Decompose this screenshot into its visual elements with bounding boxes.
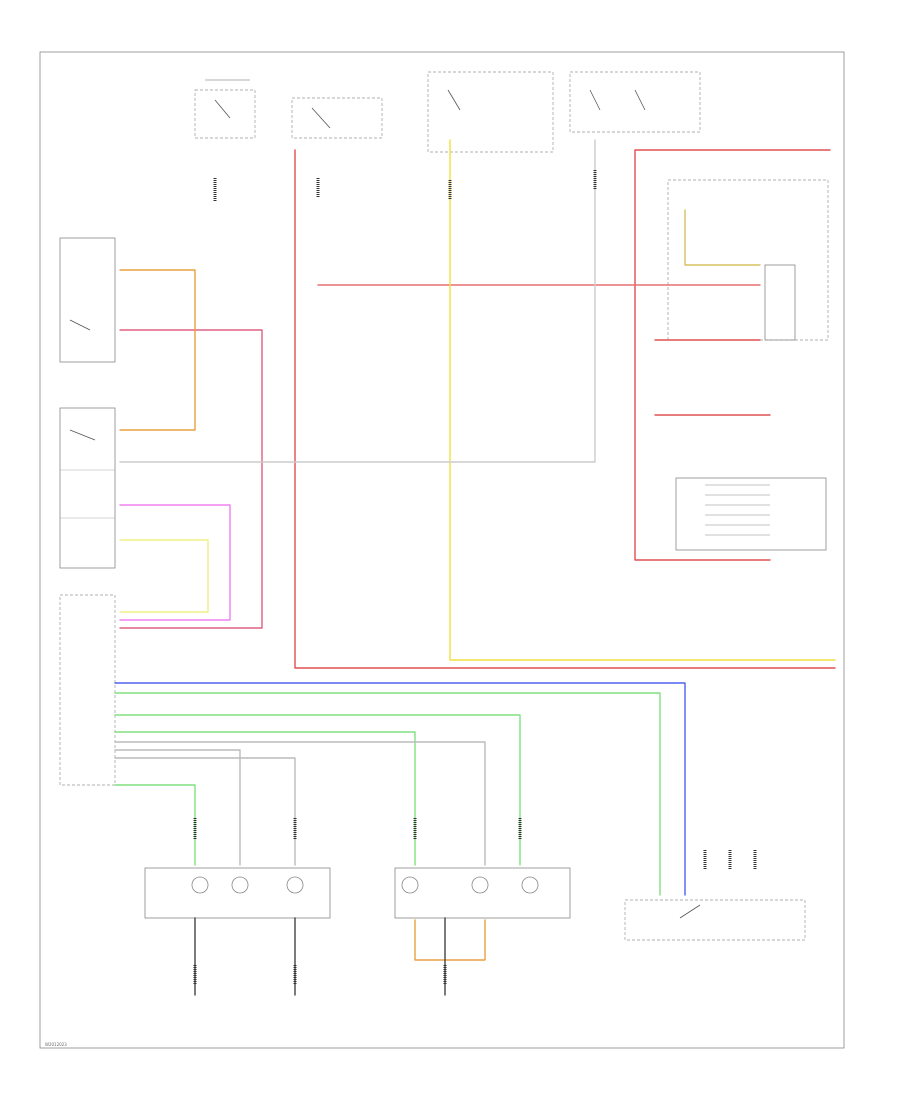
fuse-block-3 — [427, 71, 554, 153]
wire-black-grounds — [194, 917, 446, 996]
wire-yellow-brake — [684, 209, 761, 266]
wire-green-lower — [114, 714, 521, 866]
light-switch — [59, 407, 116, 569]
wire-yellow-lightswitch — [119, 539, 209, 613]
fuse-block-4 — [569, 71, 701, 133]
wire-orange-right-ground — [414, 919, 486, 961]
wire-red-main — [294, 149, 836, 669]
emergency-flasher-switch — [59, 237, 116, 363]
fuse-block-1 — [194, 79, 256, 139]
footer-code: W2012023 — [45, 1042, 67, 1047]
connector-marks — [193, 170, 757, 985]
wire-pink-flasher — [119, 329, 263, 629]
brake-light-switch-module — [667, 179, 829, 341]
right-headlamp-assembly — [394, 867, 571, 919]
wire-gray-right — [114, 741, 486, 866]
wire-gray-lightswitch — [119, 139, 596, 463]
wire-green-left — [114, 784, 196, 866]
wire-orange-switch — [119, 269, 196, 431]
wire-green-right — [114, 731, 416, 866]
fuse-block-2 — [291, 97, 383, 139]
wire-gray-left — [114, 749, 241, 866]
clutch-pedal-switch — [624, 899, 806, 941]
diagram-frame — [39, 51, 845, 1049]
turn-signal-module — [675, 477, 827, 551]
wire-blue-bus — [114, 682, 686, 896]
wire-red-right-feed — [634, 149, 831, 561]
left-headlamp-assembly — [144, 867, 331, 919]
wire-magenta-lightswitch — [119, 504, 231, 621]
wire-yellow-vertical — [449, 139, 836, 661]
wire-gray-mid — [114, 757, 296, 866]
wire-green-bus — [114, 692, 661, 896]
headlight-control-module — [59, 594, 116, 786]
